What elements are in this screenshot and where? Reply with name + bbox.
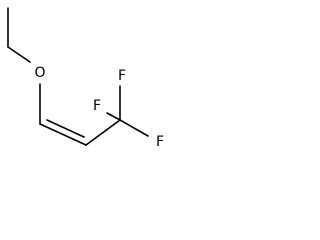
bond-c3-f-left [106,112,121,121]
atom-oxygen: O [34,65,45,81]
bond-c3-f-right [119,119,149,137]
atom-fluorine-right: F [156,134,164,150]
bond-ch2-o [7,46,31,63]
bond-c1-c2-outer [39,123,87,146]
atom-fluorine-top: F [118,68,126,84]
molecule-structure: O F F F [7,7,164,150]
bond-c1-c2-inner [46,119,85,138]
atom-fluorine-left: F [93,98,101,114]
bond-c2-c3 [85,119,121,146]
